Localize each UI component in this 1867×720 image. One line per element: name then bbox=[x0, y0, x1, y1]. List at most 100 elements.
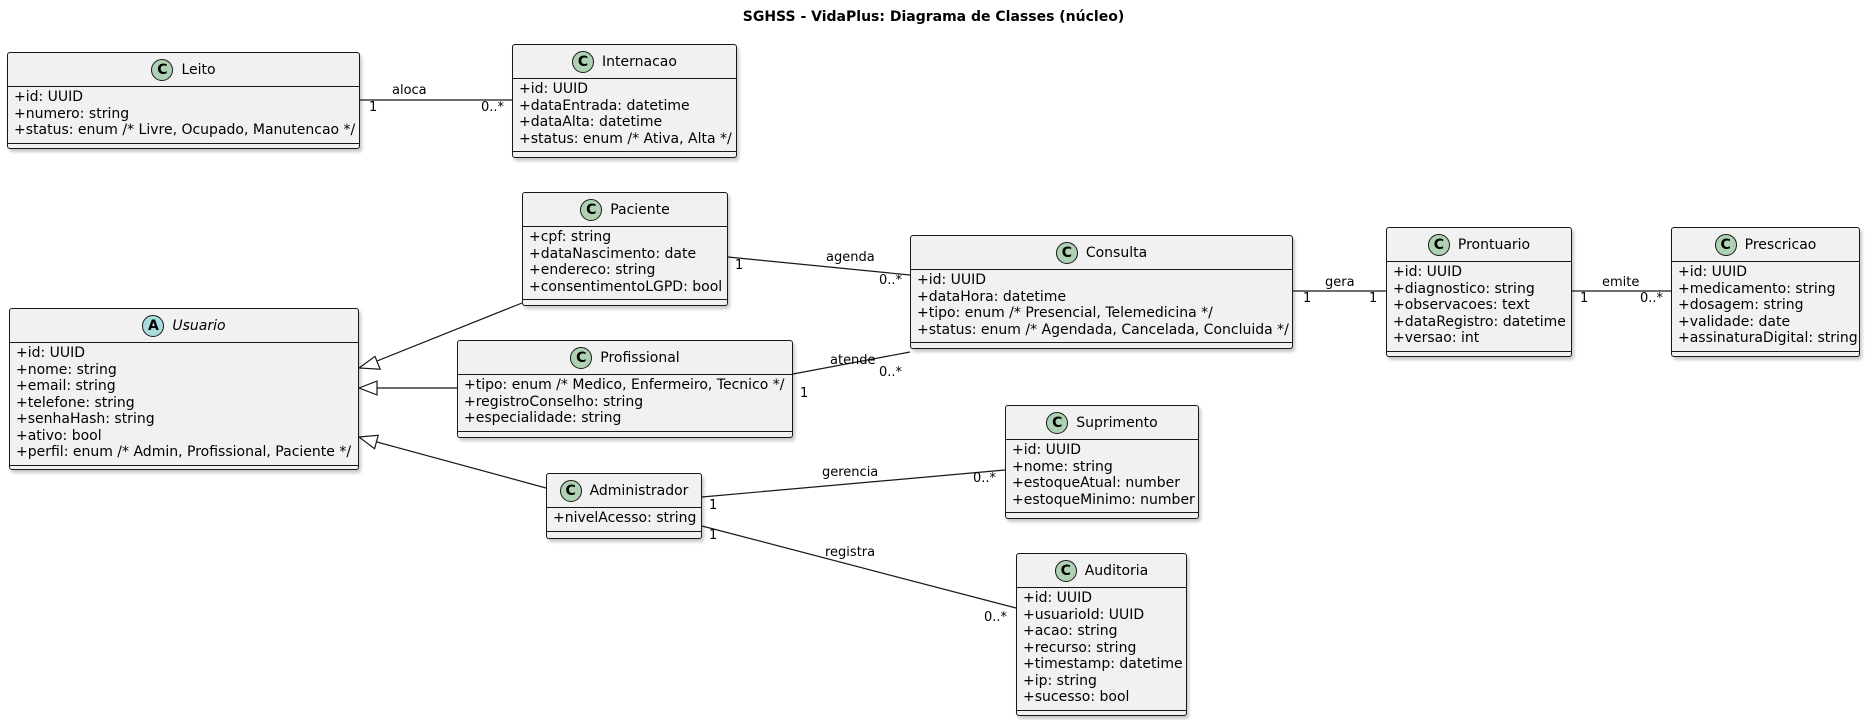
class-methods-section bbox=[1672, 352, 1859, 360]
multiplicity-label: 0..* bbox=[973, 471, 997, 486]
class-attribute: +nome: string bbox=[16, 361, 117, 378]
class-attribute: +observacoes: text bbox=[1393, 297, 1530, 313]
class-name: Profissional bbox=[600, 349, 680, 366]
class-methods-section bbox=[513, 152, 736, 160]
class-attribute: +id: UUID bbox=[1012, 442, 1082, 458]
multiplicity-label: 0..* bbox=[879, 365, 903, 380]
class-icon: C bbox=[570, 346, 593, 369]
class-name: Usuario bbox=[172, 317, 226, 334]
class-attribute: +dosagem: string bbox=[1678, 297, 1804, 313]
class-attribute: +perfil: enum /* Admin, Profissional, Pa… bbox=[16, 444, 352, 460]
multiplicity-label: 0..* bbox=[879, 273, 903, 288]
class-icon: C bbox=[572, 50, 595, 73]
multiplicity-label: 0..* bbox=[1640, 291, 1664, 306]
class-attribute: +nome: string bbox=[1012, 458, 1113, 475]
class-name: Paciente bbox=[610, 201, 670, 218]
class-name: Suprimento bbox=[1076, 414, 1158, 431]
class-attribute: +dataNascimento: date bbox=[529, 245, 697, 262]
class-icon: C bbox=[151, 58, 174, 81]
class-administrador[interactable]: C Administrador +nivelAcesso: string bbox=[546, 473, 702, 539]
class-attribute: +versao: int bbox=[1393, 330, 1480, 346]
class-attribute: +numero: string bbox=[14, 105, 130, 122]
class-icon: C bbox=[1714, 233, 1737, 256]
class-attribute: +status: enum /* Ativa, Alta */ bbox=[519, 130, 732, 147]
class-icon: C bbox=[580, 198, 603, 221]
class-attribute: +endereco: string bbox=[529, 262, 656, 278]
multiplicity-label: 1 bbox=[709, 498, 718, 513]
class-methods-section bbox=[547, 532, 701, 540]
class-attribute: +usuarioId: UUID bbox=[1023, 606, 1145, 623]
association-label-gera: gera bbox=[1325, 275, 1355, 290]
multiplicity-label: 1 bbox=[1303, 291, 1312, 306]
class-icon: C bbox=[1054, 559, 1077, 582]
class-attribute: +diagnostico: string bbox=[1393, 280, 1535, 297]
class-attribute: +id: UUID bbox=[14, 89, 84, 105]
association-label-gerencia: gerencia bbox=[822, 465, 879, 480]
multiplicity-label: 1 bbox=[735, 258, 744, 273]
class-usuario[interactable]: A Usuario +id: UUID +nome: string +email… bbox=[9, 308, 359, 470]
edge-gen-paciente bbox=[376, 302, 523, 362]
class-consulta[interactable]: C Consulta +id: UUID +dataHora: datetime… bbox=[910, 235, 1293, 349]
class-attribute: +tipo: enum /* Medico, Enfermeiro, Tecni… bbox=[464, 377, 785, 393]
class-attribute: +cpf: string bbox=[529, 229, 612, 245]
class-methods-section bbox=[911, 343, 1292, 351]
class-attribute: +dataAlta: datetime bbox=[519, 114, 663, 130]
class-attribute: +telefone: string bbox=[16, 394, 135, 411]
class-attribute: +timestamp: datetime bbox=[1023, 656, 1183, 672]
class-name: Leito bbox=[181, 61, 216, 78]
class-attribute: +ativo: bool bbox=[16, 427, 102, 444]
class-attribute: +estoqueAtual: number bbox=[1012, 475, 1181, 491]
class-icon: C bbox=[1055, 241, 1078, 264]
edge-atende bbox=[792, 351, 911, 375]
association-label-atende: atende bbox=[830, 353, 876, 368]
class-attribute: +id: UUID bbox=[519, 81, 589, 97]
multiplicity-label: 1 bbox=[1369, 291, 1378, 306]
class-attribute: +email: string bbox=[16, 378, 116, 394]
class-prescricao[interactable]: C Prescricao +id: UUID +medicamento: str… bbox=[1671, 227, 1860, 357]
class-icon: C bbox=[1046, 411, 1069, 434]
class-auditoria[interactable]: C Auditoria +id: UUID +usuarioId: UUID +… bbox=[1016, 553, 1187, 716]
class-attribute: +id: UUID bbox=[1393, 264, 1463, 280]
class-attribute: +dataHora: datetime bbox=[917, 288, 1067, 305]
class-attribute: +id: UUID bbox=[16, 345, 86, 361]
edge-gerencia bbox=[701, 469, 1006, 498]
class-name: Auditoria bbox=[1084, 562, 1149, 579]
class-profissional[interactable]: C Profissional +tipo: enum /* Medico, En… bbox=[457, 340, 793, 438]
class-internacao[interactable]: C Internacao +id: UUID +dataEntrada: dat… bbox=[512, 44, 737, 158]
class-attribute: +consentimentoLGPD: bool bbox=[529, 278, 723, 295]
class-attribute: +nivelAcesso: string bbox=[553, 510, 697, 526]
class-icon: C bbox=[559, 479, 582, 502]
association-label-emite: emite bbox=[1602, 275, 1640, 290]
class-attribute: +dataEntrada: datetime bbox=[519, 97, 690, 114]
class-attribute: +tipo: enum /* Presencial, Telemedicina … bbox=[917, 305, 1213, 321]
class-suprimento[interactable]: C Suprimento +id: UUID +nome: string +es… bbox=[1005, 405, 1199, 519]
class-attribute: +acao: string bbox=[1023, 623, 1118, 639]
class-name: Administrador bbox=[589, 482, 689, 499]
class-attribute: +dataRegistro: datetime bbox=[1393, 313, 1566, 330]
class-attribute: +senhaHash: string bbox=[16, 411, 155, 427]
class-methods-section bbox=[10, 466, 358, 474]
class-leito[interactable]: C Leito +id: UUID +numero: string +statu… bbox=[7, 52, 360, 149]
class-icon: C bbox=[1427, 233, 1450, 256]
multiplicity-label: 1 bbox=[369, 100, 378, 115]
class-methods-section bbox=[458, 432, 792, 440]
inheritance-arrow-administrador bbox=[357, 434, 380, 450]
multiplicity-label: 0..* bbox=[481, 100, 505, 115]
class-attribute: +especialidade: string bbox=[464, 410, 622, 426]
multiplicity-label: 1 bbox=[709, 528, 718, 543]
class-attribute: +recurso: string bbox=[1023, 639, 1137, 656]
inheritance-arrow-paciente bbox=[357, 355, 382, 370]
class-attribute: +status: enum /* Agendada, Cancelada, Co… bbox=[917, 321, 1289, 338]
class-prontuario[interactable]: C Prontuario +id: UUID +diagnostico: str… bbox=[1386, 227, 1572, 357]
edge-gen-administrador bbox=[376, 441, 547, 489]
diagram-title: SGHSS - VidaPlus: Diagrama de Classes (n… bbox=[742, 9, 1125, 25]
class-paciente[interactable]: C Paciente +cpf: string +dataNascimento:… bbox=[522, 192, 728, 306]
class-attribute: +registroConselho: string bbox=[464, 393, 644, 410]
multiplicity-label: 1 bbox=[800, 386, 809, 401]
class-name: Prescricao bbox=[1744, 236, 1817, 253]
class-attribute: +ip: string bbox=[1023, 672, 1097, 689]
class-methods-section bbox=[1006, 513, 1198, 521]
multiplicity-label: 1 bbox=[1580, 291, 1589, 306]
class-attribute: +id: UUID bbox=[917, 272, 987, 288]
